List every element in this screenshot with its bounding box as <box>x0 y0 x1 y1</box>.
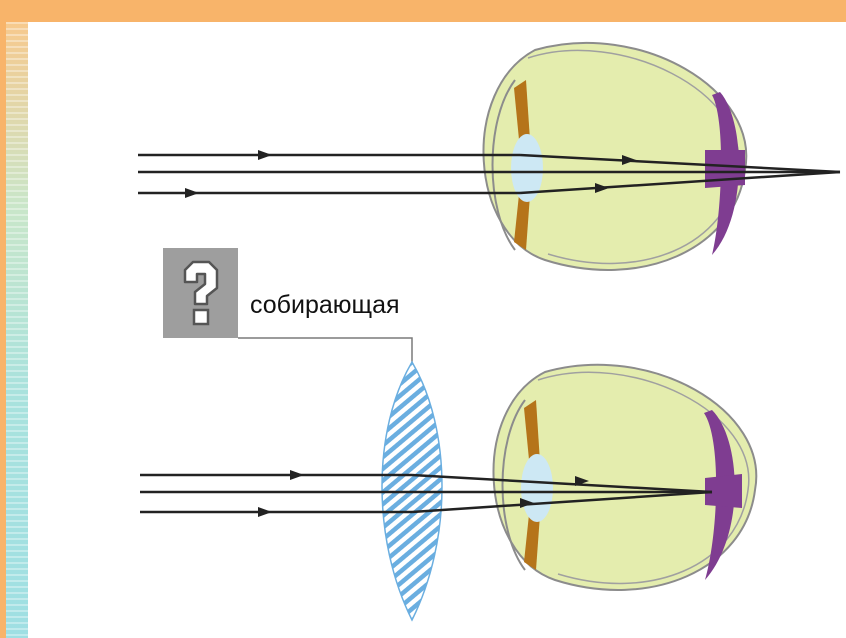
arrow-top-3 <box>622 155 636 165</box>
eye-bottom <box>492 363 758 591</box>
iris-bottom-upper <box>524 400 540 470</box>
cornea-top <box>491 79 516 251</box>
optic-nerve-top <box>705 150 745 188</box>
arrow-bottom-3 <box>575 476 589 486</box>
optic-nerve-bottom <box>705 474 742 508</box>
decorative-side-stripe <box>6 22 28 638</box>
eyeball-top <box>482 41 748 271</box>
question-mark-icon <box>183 260 219 326</box>
iris-top-upper <box>514 80 530 150</box>
ray-arrows-top <box>185 150 636 198</box>
ray-bottom-1-refracted <box>411 473 713 494</box>
arrow-top-1 <box>258 150 272 160</box>
sclera-outline-bottom <box>537 371 750 585</box>
arrow-top-2 <box>185 188 199 198</box>
light-rays-top <box>138 153 841 195</box>
light-rays-bottom <box>140 473 713 514</box>
lens-type-label: собирающая <box>250 291 400 319</box>
help-button[interactable] <box>163 248 238 338</box>
ray-bottom-3-refracted <box>411 490 713 514</box>
ray-top-3-refracted <box>519 170 841 195</box>
arrow-bottom-1 <box>290 470 304 480</box>
label-connector-line <box>238 337 413 372</box>
ray-arrows-bottom <box>258 470 589 517</box>
crystalline-lens-top <box>511 134 543 202</box>
cornea-bottom <box>501 399 526 571</box>
arrow-top-4 <box>595 183 609 193</box>
crystalline-lens-bottom <box>521 454 553 522</box>
arrow-bottom-4 <box>520 498 534 508</box>
eye-top <box>482 41 748 271</box>
ray-top-1-refracted <box>519 153 841 174</box>
arrow-bottom-2 <box>258 507 272 517</box>
